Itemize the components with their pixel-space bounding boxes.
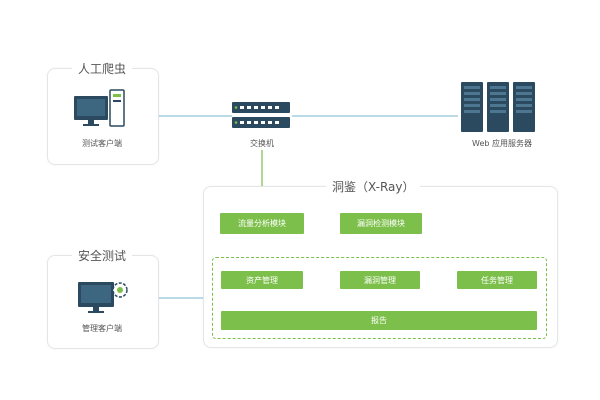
web-server-label: Web 应用服务器 (472, 139, 532, 148)
web-server-icon (461, 82, 535, 132)
admin-client-label: 管理客户端 (82, 324, 122, 333)
xray-title: 洞鉴（X-Ray） (326, 178, 421, 195)
traffic-analysis-module: 流量分析模块 (220, 213, 304, 234)
vuln-detection-module: 漏洞检测模块 (340, 213, 422, 234)
vuln-management-box: 漏洞管理 (340, 271, 420, 289)
switch-icon (232, 102, 290, 128)
asset-management-box: 资产管理 (221, 271, 303, 289)
admin-client-computer-icon (78, 282, 128, 313)
management-group (212, 257, 547, 339)
security-test-title: 安全测试 (72, 247, 133, 264)
report-box: 报告 (221, 311, 537, 330)
test-client-computer-icon (74, 89, 125, 127)
task-management-box: 任务管理 (457, 271, 537, 289)
test-client-label: 测试客户端 (82, 139, 122, 148)
manual-crawler-title: 人工爬虫 (72, 60, 133, 77)
switch-label: 交换机 (250, 139, 274, 148)
